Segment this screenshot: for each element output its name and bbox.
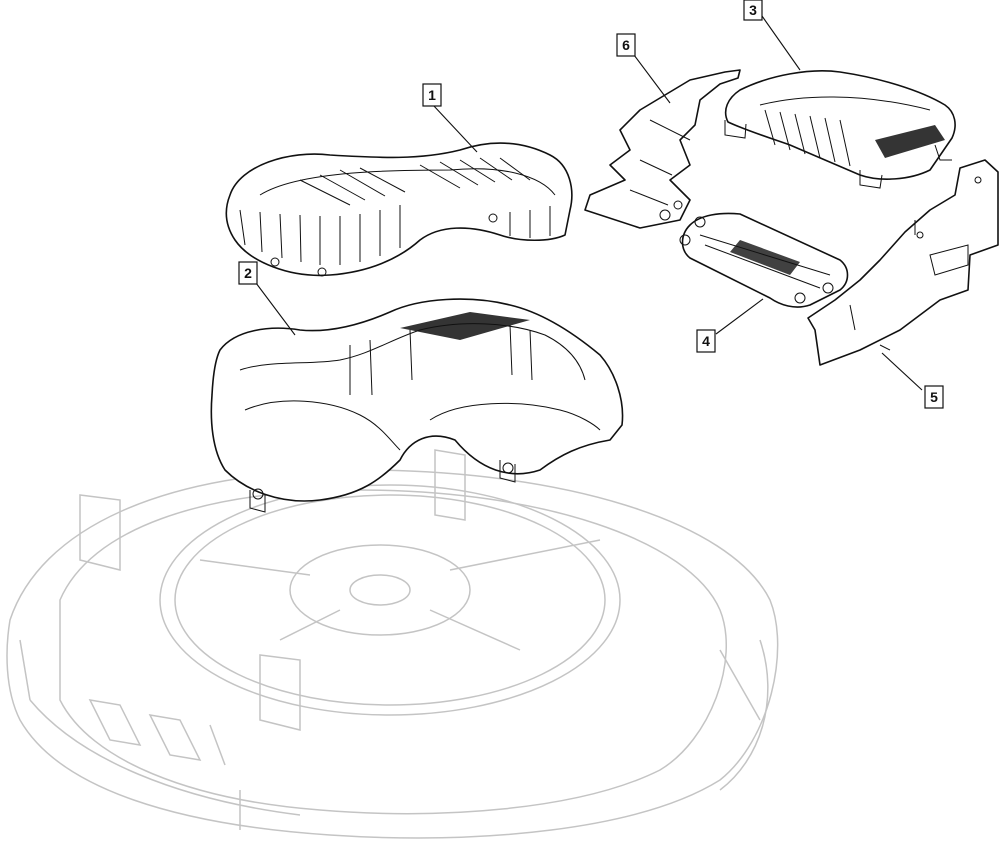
part-4-flap-plate: [679, 212, 849, 308]
leader-5: [881, 352, 923, 391]
leader-3: [761, 15, 801, 71]
leader-6: [633, 54, 671, 104]
callout-6: 6: [616, 33, 636, 57]
callout-5-label: 5: [930, 389, 938, 405]
callout-6-label: 6: [622, 37, 630, 53]
callout-1-label: 1: [428, 87, 436, 103]
part-1-top-cover: [225, 142, 573, 277]
leader-lines: [255, 15, 923, 391]
callout-2: 2: [238, 261, 258, 285]
part-5-side-bracket: [807, 159, 999, 366]
leader-1: [432, 104, 478, 153]
callout-4: 4: [696, 329, 716, 353]
mower-deck-ghost: [6, 449, 779, 839]
callout-4-label: 4: [702, 333, 710, 349]
leader-2: [255, 282, 296, 336]
callout-5: 5: [924, 385, 944, 409]
callout-3-label: 3: [749, 2, 757, 18]
callout-1: 1: [422, 83, 442, 107]
part-6-angled-bracket: [584, 69, 741, 229]
leader-4: [715, 298, 764, 335]
callout-2-label: 2: [244, 265, 252, 281]
callout-3: 3: [743, 0, 763, 21]
part-3-rear-cover: [724, 70, 956, 189]
part-2-housing-frame: [210, 298, 624, 513]
